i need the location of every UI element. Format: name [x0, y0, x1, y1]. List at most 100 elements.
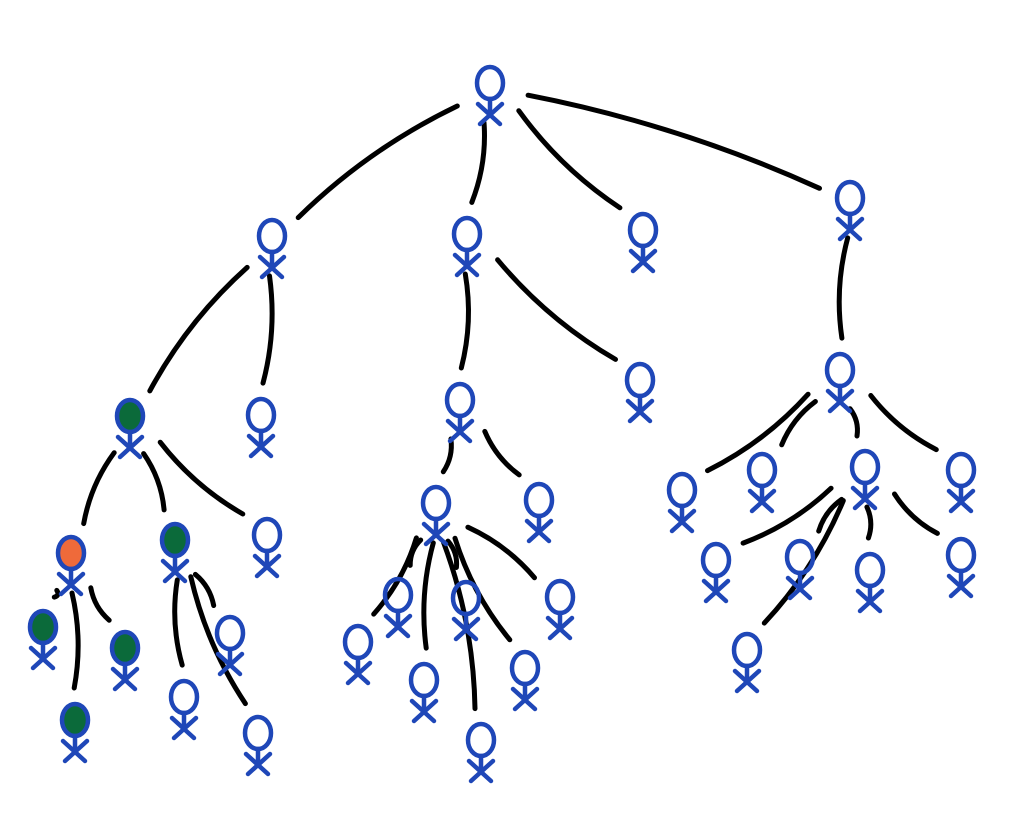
- tree-edge: [172, 577, 185, 668]
- tree-edge: [421, 540, 436, 651]
- figure-head: [731, 631, 763, 669]
- figure-body: [785, 570, 815, 601]
- figure-head: [834, 179, 866, 217]
- figure-body: [855, 583, 885, 614]
- figure-head: [451, 215, 483, 253]
- figure-head: [444, 381, 476, 419]
- figure-head: [945, 451, 977, 489]
- figure-body: [252, 548, 282, 579]
- figure-body: [169, 710, 199, 741]
- figure-body: [383, 608, 413, 639]
- figure-head: [746, 451, 778, 489]
- person-stick-figure-icon: [382, 576, 414, 639]
- tree-edge: [147, 264, 250, 394]
- figure-head: [59, 701, 91, 739]
- tree-edge: [445, 538, 460, 570]
- person-stick-figure-icon: [451, 215, 483, 278]
- person-stick-figure-icon: [627, 211, 659, 274]
- tree-edge: [157, 439, 246, 517]
- nodes-layer: [27, 64, 977, 784]
- figure-head: [523, 481, 555, 519]
- tree-edge: [761, 498, 846, 626]
- figure-body: [545, 610, 575, 641]
- figure-body: [475, 96, 505, 127]
- figure-body: [850, 480, 880, 511]
- tree-edge: [440, 436, 454, 475]
- figure-body: [628, 243, 658, 274]
- tree-edge: [495, 257, 618, 362]
- tree-edge: [192, 571, 217, 608]
- figure-head: [114, 397, 146, 435]
- person-stick-figure-icon: [450, 579, 482, 642]
- figure-body: [110, 661, 140, 692]
- person-stick-figure-icon: [945, 451, 977, 514]
- tree-edge: [469, 120, 487, 205]
- tree-edge: [465, 524, 537, 581]
- figure-head: [420, 484, 452, 522]
- person-stick-figure-icon: [849, 448, 881, 511]
- person-stick-figure-icon: [59, 701, 91, 764]
- person-stick-figure-icon: [465, 721, 497, 784]
- tree-edge: [705, 391, 811, 474]
- tree-edge: [740, 485, 834, 546]
- figure-head: [214, 614, 246, 652]
- figure-body: [747, 483, 777, 514]
- figure-body: [409, 693, 439, 724]
- figure-body: [524, 513, 554, 544]
- figure-head: [55, 534, 87, 572]
- figure-body: [60, 733, 90, 764]
- figure-head: [342, 623, 374, 661]
- figure-body: [160, 553, 190, 584]
- person-stick-figure-icon: [114, 397, 146, 460]
- figure-head: [784, 538, 816, 576]
- person-stick-figure-icon: [420, 484, 452, 547]
- person-stick-figure-icon: [624, 361, 656, 424]
- person-stick-figure-icon: [731, 631, 763, 694]
- person-stick-figure-icon: [834, 179, 866, 242]
- person-stick-figure-icon: [854, 551, 886, 614]
- tree-edge: [516, 108, 623, 211]
- tree-edge: [892, 491, 940, 536]
- figure-body: [451, 611, 481, 642]
- figure-body: [28, 640, 58, 671]
- edges-layer: [51, 92, 940, 712]
- person-stick-figure-icon: [700, 541, 732, 604]
- figure-body: [625, 393, 655, 424]
- figure-head: [849, 448, 881, 486]
- person-stick-figure-icon: [945, 536, 977, 599]
- figure-body: [667, 503, 697, 534]
- figure-body: [701, 573, 731, 604]
- figure-head: [666, 471, 698, 509]
- tree-edge: [836, 235, 851, 341]
- person-stick-figure-icon: [784, 538, 816, 601]
- tree-edge: [525, 92, 822, 191]
- person-stick-figure-icon: [824, 351, 856, 414]
- person-stick-figure-icon: [27, 608, 59, 671]
- figure-head: [624, 361, 656, 399]
- person-stick-figure-icon: [242, 714, 274, 777]
- person-stick-figure-icon: [666, 471, 698, 534]
- tree-edge: [868, 393, 939, 453]
- tree-edge: [51, 587, 61, 600]
- figure-head: [256, 217, 288, 255]
- person-stick-figure-icon: [168, 678, 200, 741]
- figure-head: [242, 714, 274, 752]
- figure-head: [465, 721, 497, 759]
- figure-body: [243, 746, 273, 777]
- person-stick-figure-icon: [474, 64, 506, 127]
- person-stick-figure-icon: [245, 396, 277, 459]
- tree-edge: [260, 273, 275, 386]
- figure-body: [466, 753, 496, 784]
- person-stick-figure-icon: [214, 614, 246, 677]
- figure-body: [343, 655, 373, 686]
- figure-head: [854, 551, 886, 589]
- person-stick-figure-icon: [342, 623, 374, 686]
- figure-head: [408, 661, 440, 699]
- figure-body: [946, 483, 976, 514]
- figure-head: [627, 211, 659, 249]
- figure-body: [257, 249, 287, 280]
- figure-body: [246, 428, 276, 459]
- tree-edge: [816, 496, 845, 534]
- person-stick-figure-icon: [509, 649, 541, 712]
